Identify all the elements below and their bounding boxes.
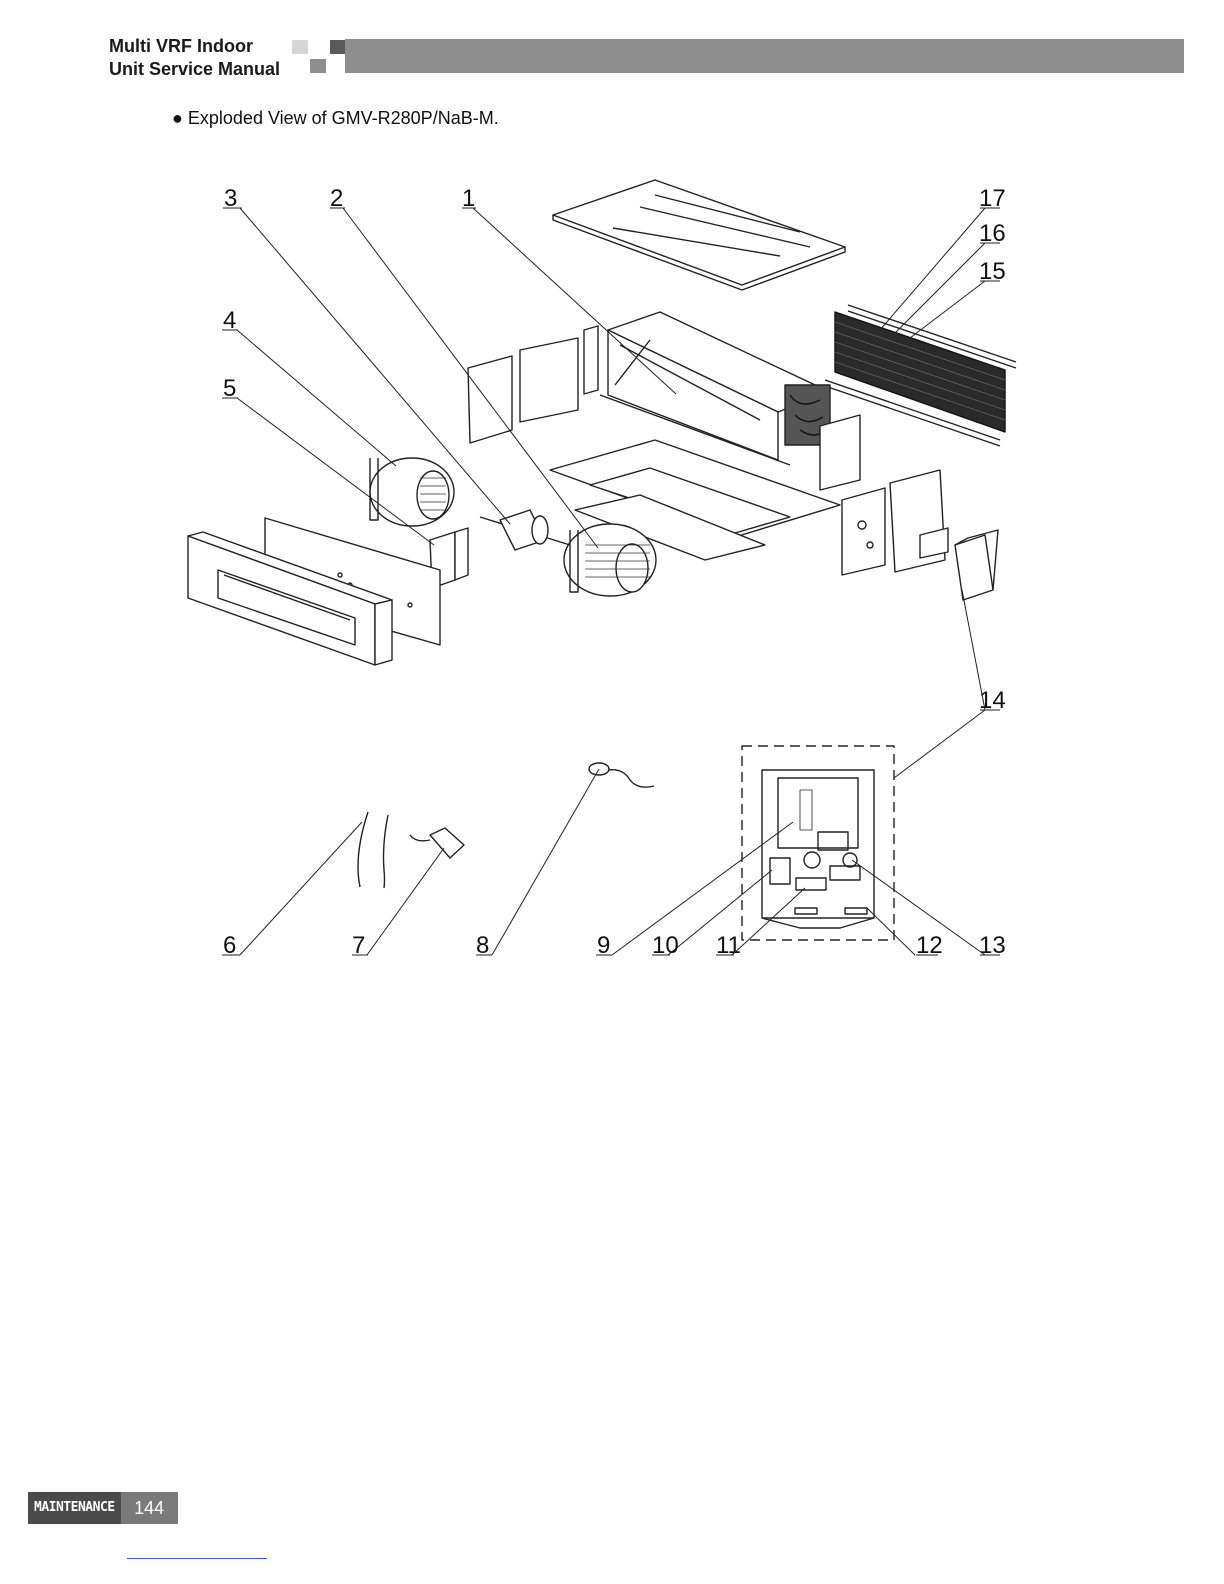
callout-13: 13: [979, 932, 1006, 959]
callout-14: 14: [979, 687, 1006, 714]
callout-2: 2: [330, 185, 343, 212]
callout-9: 9: [597, 932, 610, 959]
right-end-plates: [820, 415, 998, 600]
callout-10: 10: [652, 932, 679, 959]
footer-page-tag: MAINTENANCE 144: [28, 1492, 178, 1524]
side-panels: [468, 326, 598, 443]
callout-1: 1: [462, 185, 475, 212]
callout-4: 4: [223, 307, 236, 334]
footer-page-number: 144: [121, 1492, 178, 1524]
callout-12: 12: [916, 932, 943, 959]
callout-15: 15: [979, 258, 1006, 285]
callout-17: 17: [979, 185, 1006, 212]
footer-section-label: MAINTENANCE: [28, 1492, 121, 1524]
footer-rule: [127, 1558, 267, 1559]
callout-6: 6: [223, 932, 236, 959]
blower-fan-right: [564, 524, 656, 596]
sensor-holder: [410, 828, 464, 858]
callout-7: 7: [352, 932, 365, 959]
callout-11: 11: [716, 932, 741, 959]
callout-8: 8: [476, 932, 489, 959]
callout-5: 5: [223, 375, 236, 402]
top-cover-panel: [553, 180, 845, 290]
temperature-sensors: [358, 812, 388, 888]
callout-3: 3: [224, 185, 237, 212]
blower-fan-left: [370, 458, 454, 526]
callout-16: 16: [979, 220, 1006, 247]
exploded-view-diagram: 1 2 3 4 5 6 7 8 9 10 11 12 13 14 15 16 1…: [0, 0, 1224, 1000]
display-receiver: [589, 763, 654, 787]
fan-motor: [480, 510, 570, 550]
